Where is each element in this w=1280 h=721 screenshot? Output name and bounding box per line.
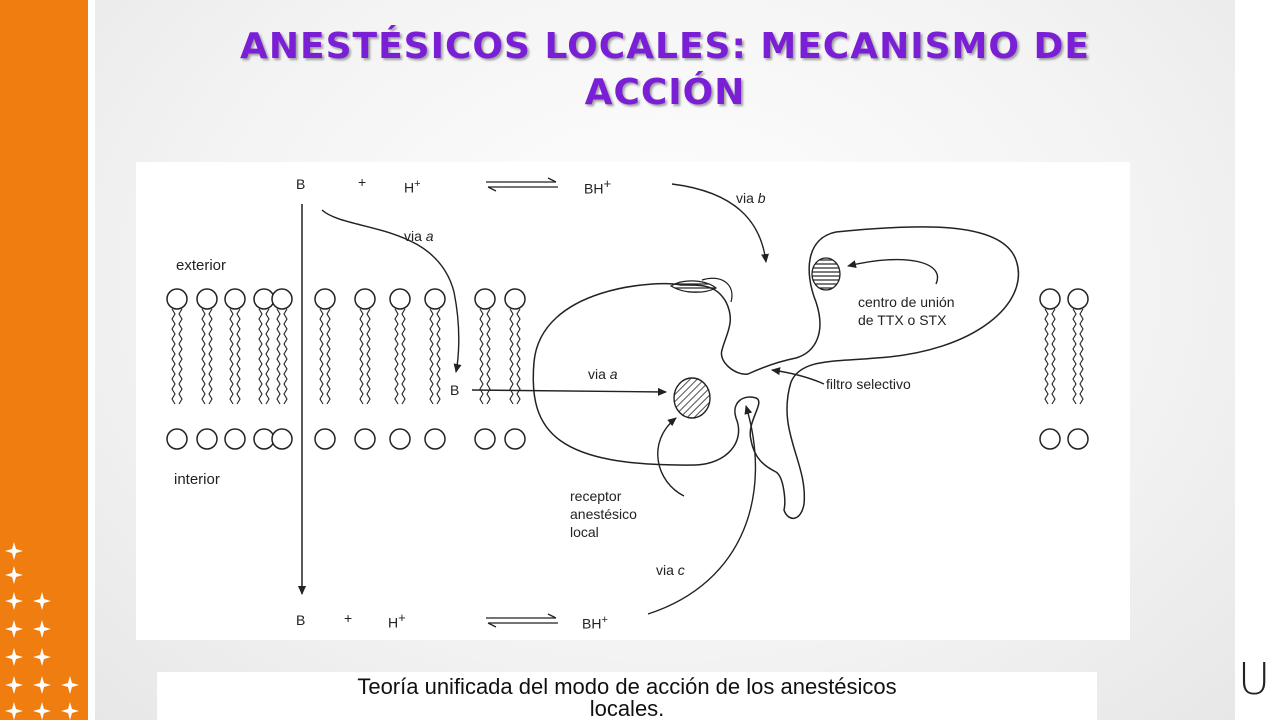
receptor-label-line3: local <box>570 524 599 540</box>
star-decoration-icon <box>5 542 79 720</box>
via-a-top-arrow <box>321 209 462 373</box>
interior-label: interior <box>174 471 220 488</box>
via-b-label: via b <box>736 190 766 206</box>
receptor-arrow <box>657 417 685 497</box>
bottom-B-label: B <box>296 612 306 628</box>
bottom-BH-label: BH+ <box>582 614 608 632</box>
top-equilibrium-arrows <box>486 177 558 192</box>
channel-top-site <box>669 280 718 293</box>
ttx-binding-site <box>811 257 841 291</box>
top-H-label: H+ <box>404 178 421 196</box>
mid-B-label: B <box>450 382 460 398</box>
sodium-channel-outline <box>532 226 1020 519</box>
via-a-mid-arrow <box>471 387 667 396</box>
bottom-plus-label: + <box>344 610 353 626</box>
mechanism-diagram: B + H+ BH+ via b via a exterior interior… <box>136 162 1130 640</box>
ttx-site-label-line2: de TTX o STX <box>858 312 947 328</box>
bottom-equilibrium-arrows <box>486 613 558 628</box>
caption-background <box>157 672 1097 720</box>
caption-line-1: Teoría unificada del modo de acción de l… <box>357 674 897 699</box>
top-BH-label: BH+ <box>584 176 612 197</box>
via-c-arrow <box>647 405 757 615</box>
channel-lining <box>701 277 733 303</box>
title-line-2: ACCIÓN <box>584 72 746 113</box>
receptor-label-line1: receptor <box>570 488 622 504</box>
ttx-site-label-line1: centro de unión <box>858 294 955 310</box>
membrane-right-group <box>1039 288 1089 450</box>
slide-title: ANESTÉSICOS LOCALES: MECANISMO DE ACCIÓN <box>95 24 1235 116</box>
via-c-label: via c <box>656 562 685 578</box>
receptor-label-line2: anestésico <box>570 506 637 522</box>
title-line-1: ANESTÉSICOS LOCALES: MECANISMO DE <box>240 26 1090 67</box>
filter-arrow <box>771 367 825 385</box>
filter-label: filtro selectivo <box>826 376 911 392</box>
ttx-site-arrow <box>847 258 939 285</box>
exterior-label: exterior <box>176 257 227 274</box>
corner-letter: U <box>1238 654 1271 705</box>
figure-caption: Teoría unificada del modo de acción de l… <box>157 676 1097 720</box>
caption-line-2: locales. <box>589 696 665 721</box>
via-b-arrow <box>671 183 769 263</box>
via-a-mid-label: via a <box>588 366 618 382</box>
top-plus-label: + <box>358 174 367 190</box>
bottom-H-label: H+ <box>388 610 406 631</box>
top-B-label: B <box>296 176 306 192</box>
membrane-left-group <box>166 288 526 450</box>
diagram-drawing <box>166 177 1089 628</box>
anesthetic-receptor-site <box>673 377 711 419</box>
via-a-top-label: via a <box>404 228 434 244</box>
